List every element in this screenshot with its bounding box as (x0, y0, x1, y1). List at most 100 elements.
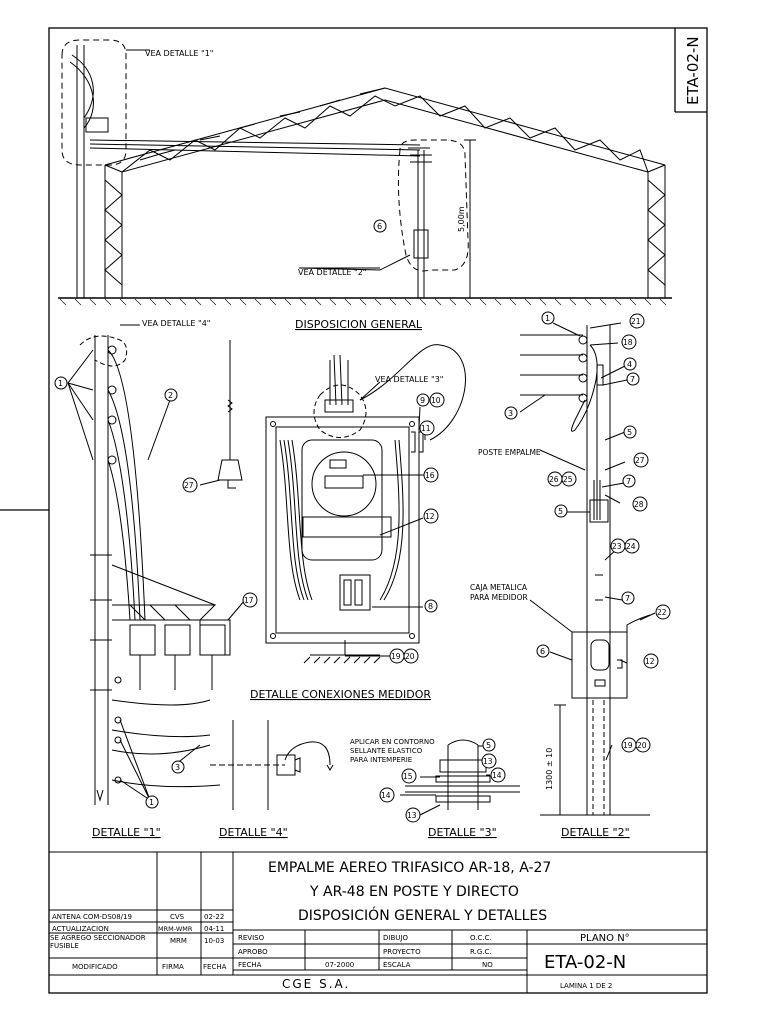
title-line-3: DISPOSICIÓN GENERAL Y DETALLES (298, 906, 547, 924)
svg-text:10: 10 (431, 396, 441, 405)
svg-text:8: 8 (428, 602, 433, 611)
col-firma: FIRMA (162, 963, 184, 971)
vea-detalle-3-label: VEA DETALLE "3" (375, 375, 443, 384)
sheet-frame (0, 27, 708, 994)
callout-27-left: 27 (182, 477, 198, 493)
svg-text:28: 28 (634, 500, 644, 509)
svg-text:3: 3 (175, 763, 180, 772)
callout-13-d3b: 13 (405, 807, 421, 823)
svg-text:22: 22 (657, 608, 667, 617)
callout-6-top: 6 (373, 219, 387, 233)
detalle-3-caption: DETALLE "3" (428, 826, 497, 839)
proyecto-label: PROYECTO (383, 948, 421, 956)
aplicar-line-2: SELLANTE ELASTICO (350, 747, 423, 755)
title-line-2: Y AR-48 EN POSTE Y DIRECTO (309, 884, 519, 900)
proyecto-value: R.G.C. (470, 948, 492, 956)
svg-text:24: 24 (626, 542, 636, 551)
approval-cells: REVISO APROBO FECHA 07-2000 DIBUJO O.C.C… (238, 934, 493, 969)
svg-text:20: 20 (637, 741, 647, 750)
vea-detalle-1-label: VEA DETALLE "1" (145, 49, 213, 58)
revision-desc-3: SE AGREGO SECCIONADOR FUSIBLE (50, 934, 146, 950)
caja-metalica-line-2: PARA MEDIDOR (470, 593, 528, 602)
svg-text:3: 3 (508, 409, 513, 418)
callout-r23: 23 (610, 538, 626, 554)
detalle-2-caption: DETALLE "2" (561, 826, 630, 839)
callout-8: 8 (424, 599, 438, 613)
revision-fecha-2: 04-11 (204, 925, 224, 933)
callout-r26: 26 (547, 471, 563, 487)
svg-text:11: 11 (421, 424, 431, 433)
svg-text:5: 5 (627, 428, 632, 437)
sheet-code-side: ETA-02-N (684, 36, 702, 105)
svg-text:17: 17 (244, 596, 254, 605)
lamina-label: LAMINA 1 DE 2 (560, 982, 612, 990)
fecha-value: 07-2000 (325, 961, 354, 969)
detalle-4-drawing (210, 720, 334, 810)
svg-text:20: 20 (405, 652, 415, 661)
callout-r7a: 7 (626, 372, 640, 386)
callout-13-d3a: 13 (481, 753, 497, 769)
callout-16: 16 (423, 467, 439, 483)
callout-r20: 20 (635, 737, 651, 753)
callout-15: 15 (401, 768, 417, 784)
aplicar-line-3: PARA INTEMPERIE (350, 756, 412, 764)
svg-text:23: 23 (612, 542, 622, 551)
callout-r24: 24 (624, 538, 640, 554)
svg-text:19: 19 (391, 652, 401, 661)
svg-text:1: 1 (545, 314, 550, 323)
vea-detalle-2-label: VEA DETALLE "2" (298, 268, 366, 277)
revision-fecha-1: 02-22 (204, 913, 224, 921)
detalle-1-caption: DETALLE "1" (92, 826, 161, 839)
detalle-conexiones-drawing (265, 344, 466, 664)
callout-r21: 21 (629, 313, 645, 329)
col-fecha: FECHA (203, 963, 227, 971)
callout-10: 10 (429, 392, 445, 408)
callout-r12: 12 (643, 653, 659, 669)
svg-text:6: 6 (377, 222, 382, 231)
svg-text:2: 2 (168, 391, 173, 400)
escala-label: ESCALA (383, 961, 411, 969)
detalle-1-drawing (67, 324, 246, 805)
svg-text:18: 18 (623, 338, 633, 347)
callout-20-mid: 20 (403, 648, 419, 664)
revision-firma-1: CVS (170, 913, 185, 921)
dibujo-value: O.C.C. (470, 934, 492, 942)
escala-value: NO (482, 961, 493, 969)
callout-5-d3: 5 (482, 738, 496, 752)
title-line-1: EMPALME AEREO TRIFASICO AR-18, A-27 (268, 860, 551, 876)
svg-text:7: 7 (625, 594, 630, 603)
plano-number: ETA-02-N (544, 952, 626, 973)
vea-detalle-4-label: VEA DETALLE "4" (142, 319, 210, 328)
callout-14-a: 14 (490, 767, 506, 783)
callout-11: 11 (419, 420, 435, 436)
svg-text:21: 21 (631, 317, 641, 326)
detalle-conexiones-title: DETALLE CONEXIONES MEDIDOR (250, 688, 431, 701)
callout-1-b: 1 (145, 795, 159, 809)
svg-text:16: 16 (425, 471, 435, 480)
svg-text:15: 15 (403, 772, 413, 781)
svg-text:13: 13 (407, 811, 417, 820)
detalle-4-caption: DETALLE "4" (219, 826, 288, 839)
callout-r1: 1 (541, 311, 555, 325)
callout-r18: 18 (621, 334, 637, 350)
callout-14-b: 14 (379, 787, 395, 803)
disposicion-general-drawing (58, 39, 672, 306)
disposicion-general-title: DISPOSICION GENERAL (295, 318, 423, 331)
callout-r7c: 7 (621, 591, 635, 605)
svg-text:4: 4 (627, 360, 632, 369)
svg-text:26: 26 (549, 475, 559, 484)
callout-r5b: 5 (554, 504, 568, 518)
revision-firma-3: MRM (170, 937, 187, 945)
callout-19-mid: 19 (389, 648, 405, 664)
callout-r28: 28 (632, 496, 648, 512)
svg-text:27: 27 (635, 456, 645, 465)
revision-firma-2: MRM-WMR (158, 925, 193, 933)
callout-r5a: 5 (623, 425, 637, 439)
svg-text:12: 12 (425, 512, 435, 521)
svg-text:5: 5 (558, 507, 563, 516)
height-dimension: 5,00m (457, 206, 466, 232)
revision-desc-1: ANTENA COM-DS08/19 (52, 913, 132, 921)
callout-r3: 3 (504, 406, 518, 420)
reviso-label: REVISO (238, 934, 265, 942)
